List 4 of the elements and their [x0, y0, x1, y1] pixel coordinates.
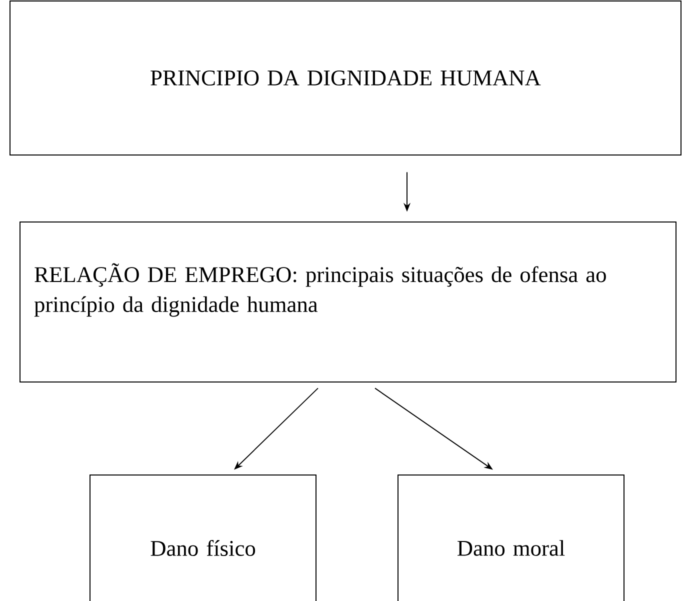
box: Dano físico: [90, 474, 316, 601]
box: PRINCIPIO DA DIGNIDADE HUMANA: [10, 0, 682, 156]
box: Dano moral: [398, 474, 624, 601]
box: RELAÇÃO DE EMPREGO: principais situações de ofensa ao princípio da dignidade humana: [20, 221, 676, 382]
